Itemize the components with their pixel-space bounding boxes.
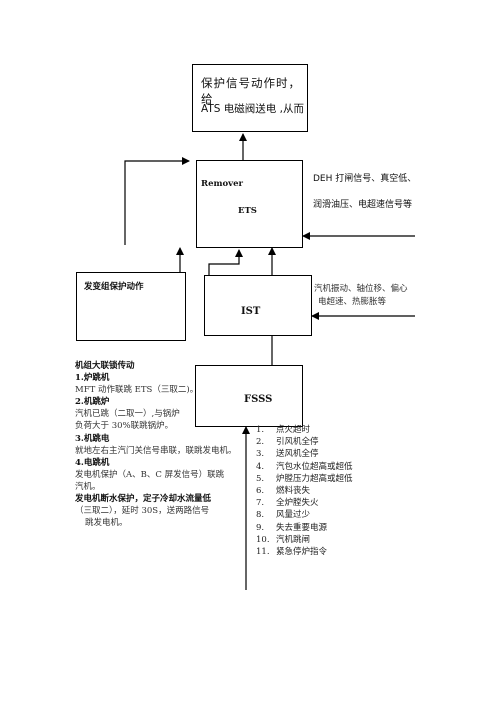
- gen-protection-label: 发变组保护动作: [84, 282, 144, 292]
- left-feedback-line: [124, 157, 190, 245]
- ist-input-line2: 电超速、热膨胀等: [318, 297, 387, 307]
- ets-label: ETS: [238, 206, 257, 216]
- remover-label: Remover: [201, 179, 243, 189]
- interlock-s2-text2: 负荷大于 30%联跳锅炉。: [75, 421, 174, 432]
- interlock-s5-head: 发电机断水保护，定子冷却水流量低: [75, 494, 212, 505]
- ist-input-line1: 汽机振动、轴位移、偏心: [314, 284, 408, 294]
- deh-signal-line1: DEH 打闸信号、真空低、: [313, 174, 417, 184]
- list-item: 7.全炉膛失火: [256, 498, 319, 509]
- list-item: 10.汽机跳闸: [256, 534, 311, 545]
- deh-signal-line2: 润滑油压、电超速信号等: [313, 200, 413, 210]
- ist-label: IST: [241, 306, 261, 317]
- interlock-s5-text2: 跳发电机。: [85, 518, 128, 529]
- interlock-description: 机组大联锁传动 1.炉跳机 MFT 动作联跳 ETS（三取二)。 2.机跳炉 汽…: [75, 360, 237, 529]
- list-item: 4.汽包水位超高或超低: [256, 461, 353, 472]
- list-item: 8.风量过少: [256, 510, 311, 521]
- fsss-condition-list: 1.点火超时 2.引风机全停 3.送风机全停 4.汽包水位超高或超低 5.炉膛压…: [256, 424, 353, 558]
- interlock-s3-text: 就地左右主汽门关信号串联，联跳发电机。: [75, 445, 237, 456]
- ats-action-line1: 保护信号动作时，给: [201, 76, 301, 106]
- list-item: 6.燃料丧失: [256, 486, 311, 497]
- interlock-s1-text: MFT 动作联跳 ETS（三取二)。: [75, 385, 199, 396]
- interlock-s1-head: 1.炉跳机: [75, 373, 110, 384]
- interlock-s3-head: 3.机跳电: [75, 433, 110, 444]
- list-item: 11.紧急停炉指令: [256, 547, 328, 558]
- interlock-s4-text1: 发电机保护（A、B、C 屏发信号）联跳: [75, 469, 225, 480]
- interlock-s4-text2: 汽机。: [75, 481, 101, 492]
- list-item: 1.点火超时: [256, 425, 311, 435]
- interlock-s2-head: 2.机跳炉: [75, 397, 110, 408]
- fsss-box: [195, 365, 303, 427]
- interlock-title: 机组大联锁传动: [75, 361, 135, 371]
- ist-box: [204, 275, 312, 336]
- list-item: 2.引风机全停: [256, 437, 319, 448]
- gen-protection-box: [76, 272, 186, 341]
- ats-action-line2: ATS 电磁阀送电 ,从而: [201, 103, 304, 115]
- interlock-s4-head: 4.电跳机: [75, 457, 110, 468]
- ist-to-ets-line: [208, 249, 243, 275]
- list-item: 3.送风机全停: [256, 449, 319, 460]
- ats-action-box: 保护信号动作时，给 ATS 电磁阀送电 ,从而: [192, 64, 308, 132]
- interlock-s5-text1: （三取二），延时 30S，送两路信号: [75, 506, 210, 517]
- fsss-label: FSSS: [244, 394, 273, 405]
- ets-box: [196, 160, 303, 248]
- list-item: 9.失去重要电源: [256, 522, 328, 533]
- interlock-s2-text1: 汽机已跳（二取一）,与锅炉: [75, 409, 180, 420]
- list-item: 5.炉膛压力超高或超低: [256, 473, 353, 484]
